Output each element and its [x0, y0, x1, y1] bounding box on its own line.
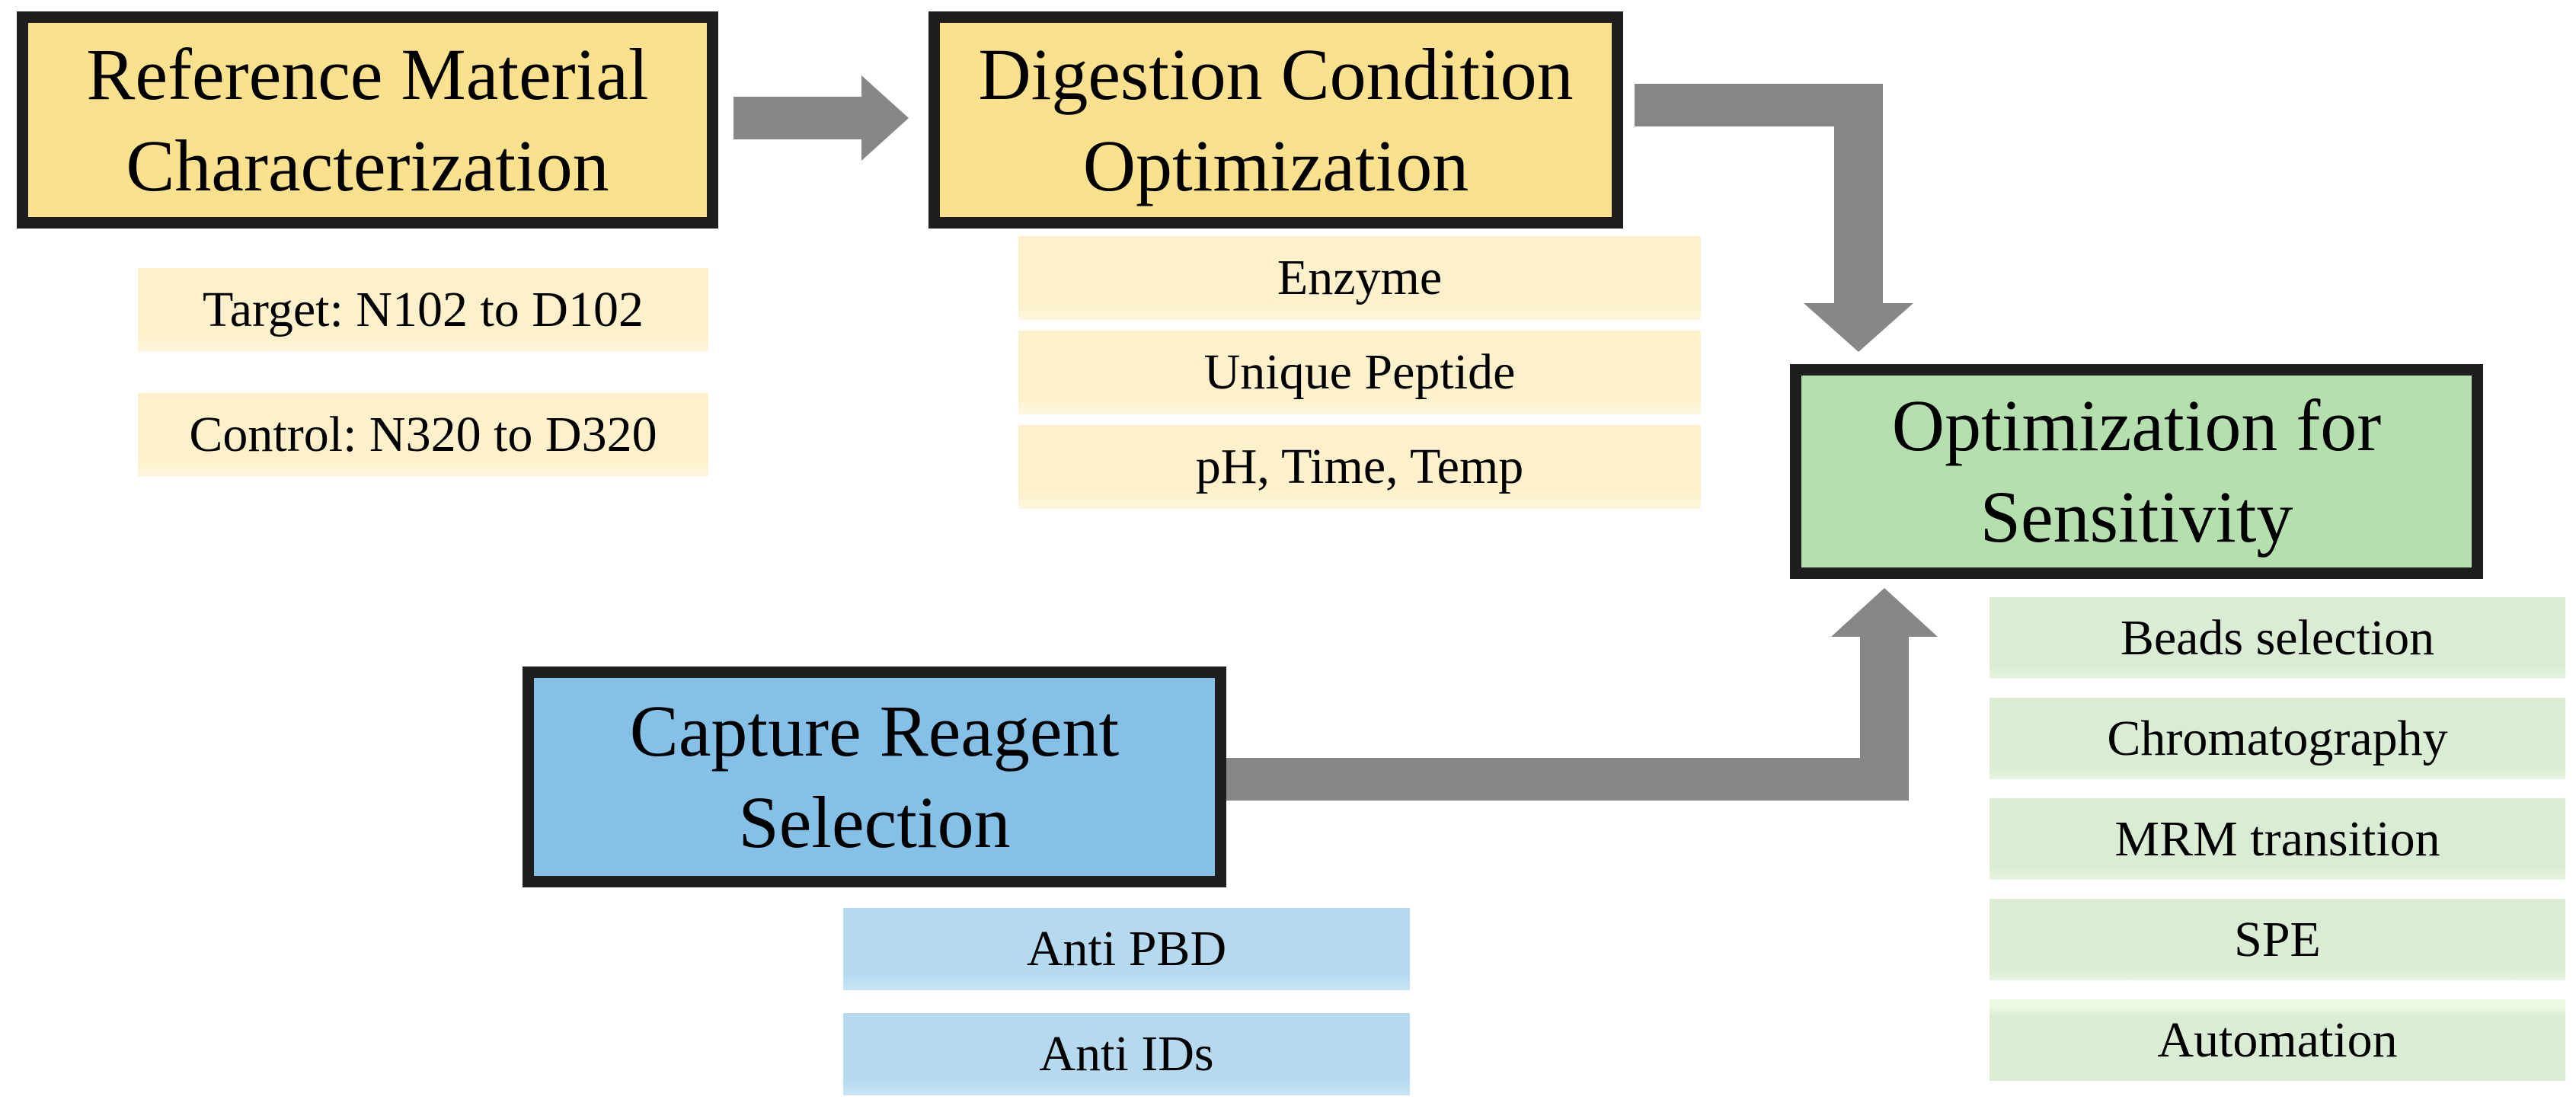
- arrow-shaft: [1834, 84, 1883, 305]
- box-reference-label: Reference Material Characterization: [86, 33, 649, 206]
- list-item-enzyme: Enzyme: [1018, 236, 1701, 320]
- list-item-unique-peptide: Unique Peptide: [1018, 331, 1701, 414]
- box-digestion-label: Digestion Condition Optimization: [978, 33, 1574, 206]
- box-reference-material-characterization: Reference Material Characterization: [17, 11, 718, 229]
- list-item-anti-ids: Anti IDs: [843, 1013, 1410, 1095]
- list-item-anti-pbd: Anti PBD: [843, 908, 1410, 990]
- list-item-spe: SPE: [1990, 899, 2565, 980]
- arrow-down-head-icon: [1804, 303, 1913, 352]
- list-item-chromatography: Chromatography: [1990, 698, 2565, 779]
- arrow-up-head-icon: [1831, 588, 1938, 637]
- list-item-target: Target: N102 to D102: [138, 268, 708, 352]
- box-optimization-for-sensitivity: Optimization for Sensitivity: [1790, 364, 2483, 579]
- arrow-shaft: [1226, 758, 1909, 801]
- list-item-mrm-transition: MRM transition: [1990, 798, 2565, 880]
- list-item-beads-selection: Beads selection: [1990, 597, 2565, 679]
- list-item-automation: Automation: [1990, 999, 2565, 1081]
- box-capture-label: Capture Reagent Selection: [629, 690, 1120, 863]
- box-capture-reagent-selection: Capture Reagent Selection: [523, 666, 1226, 887]
- arrow-right-head-icon: [861, 75, 909, 161]
- arrow-shaft: [733, 97, 861, 139]
- list-item-control: Control: N320 to D320: [138, 393, 708, 477]
- box-sensitivity-label: Optimization for Sensitivity: [1891, 385, 2382, 558]
- list-item-ph-time-temp: pH, Time, Temp: [1018, 425, 1701, 509]
- arrow-shaft: [1860, 637, 1909, 801]
- box-digestion-condition-optimization: Digestion Condition Optimization: [928, 11, 1623, 229]
